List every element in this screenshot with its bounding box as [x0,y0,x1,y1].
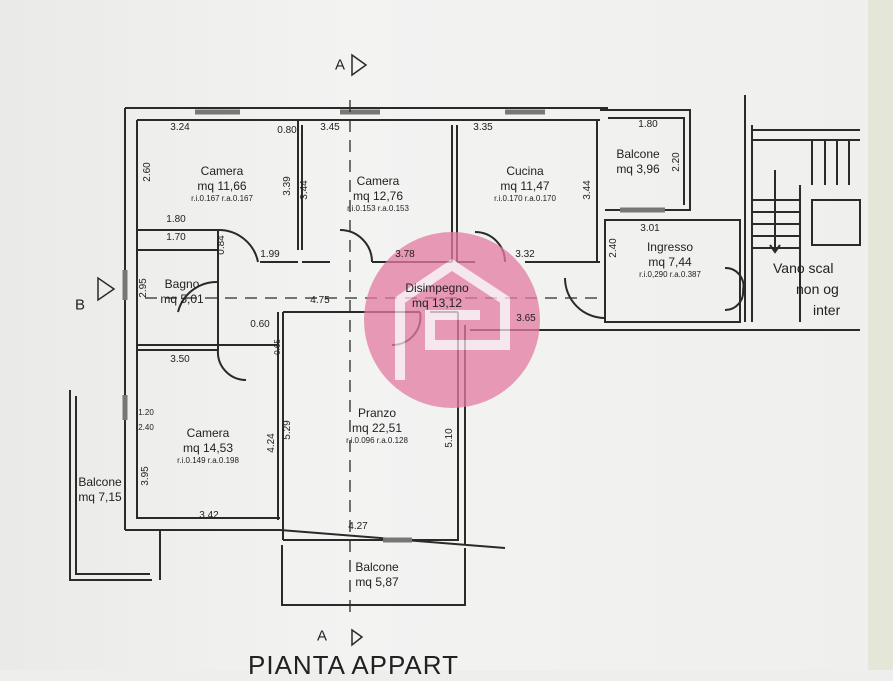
dimension-label: 3.45 [320,122,340,133]
dimension-label: 3.50 [170,354,190,365]
section-marker-arrows [97,53,368,647]
dimension-label: 0.60 [250,319,270,330]
stair-steps [752,140,850,254]
dimension-label: 5.29 [282,420,293,440]
dimension-label: 0.84 [216,235,227,255]
section-mark-a-top: A [334,56,346,74]
stairwell-label-line-2: non og [796,281,839,297]
dimension-label: 5.10 [444,428,455,448]
watermark-logo [364,232,540,408]
dimension-label: 3.78 [395,249,415,260]
dimension-label: 0.65 [273,339,282,355]
section-mark-a-bottom: A [316,627,328,645]
balcone-bottom-walls [281,545,466,606]
dimension-label: 3.32 [515,249,535,260]
dimension-label: 1.80 [166,214,186,225]
dimension-label: 2.20 [671,152,682,172]
dimension-label: 3.24 [170,122,190,133]
dimension-label: 4.27 [348,521,368,532]
dimension-label: 4.24 [266,433,277,453]
dimension-label: 1.80 [638,119,658,130]
section-mark-b: B [74,296,86,314]
paper-edge [868,0,893,670]
outer-wall [124,107,608,549]
plan-title: PIANTA APPART [248,650,459,680]
windows [122,109,665,543]
dimension-label: 3.35 [473,122,493,133]
dimension-label: 3.01 [640,223,660,234]
dimension-label: 1.99 [260,249,280,260]
dimension-label: 2.95 [138,278,149,298]
dimension-label: 3.44 [299,180,310,200]
balcone-left-walls [69,390,161,581]
dimension-label: 2.40 [138,423,154,432]
balcone-top-walls [600,109,741,323]
dimension-label: 3.95 [140,466,151,486]
dimension-label: 1.70 [166,232,186,243]
dimension-label: 3.65 [516,313,536,324]
stairwell-label-line-3: inter [813,302,841,318]
dimension-label: 0.80 [277,125,297,136]
dimension-label: 2.60 [142,162,153,182]
dimension-label: 3.44 [582,180,593,200]
dimension-label: 1.20 [138,408,154,417]
dimension-label: 2.40 [608,238,619,258]
stairwell-label-line-1: Vano scal [773,260,834,276]
watermark-house-icon [395,258,510,380]
dimension-label: 3.42 [199,510,219,521]
dimension-label: 3.39 [282,176,293,196]
dimension-label: 4.75 [310,295,330,306]
